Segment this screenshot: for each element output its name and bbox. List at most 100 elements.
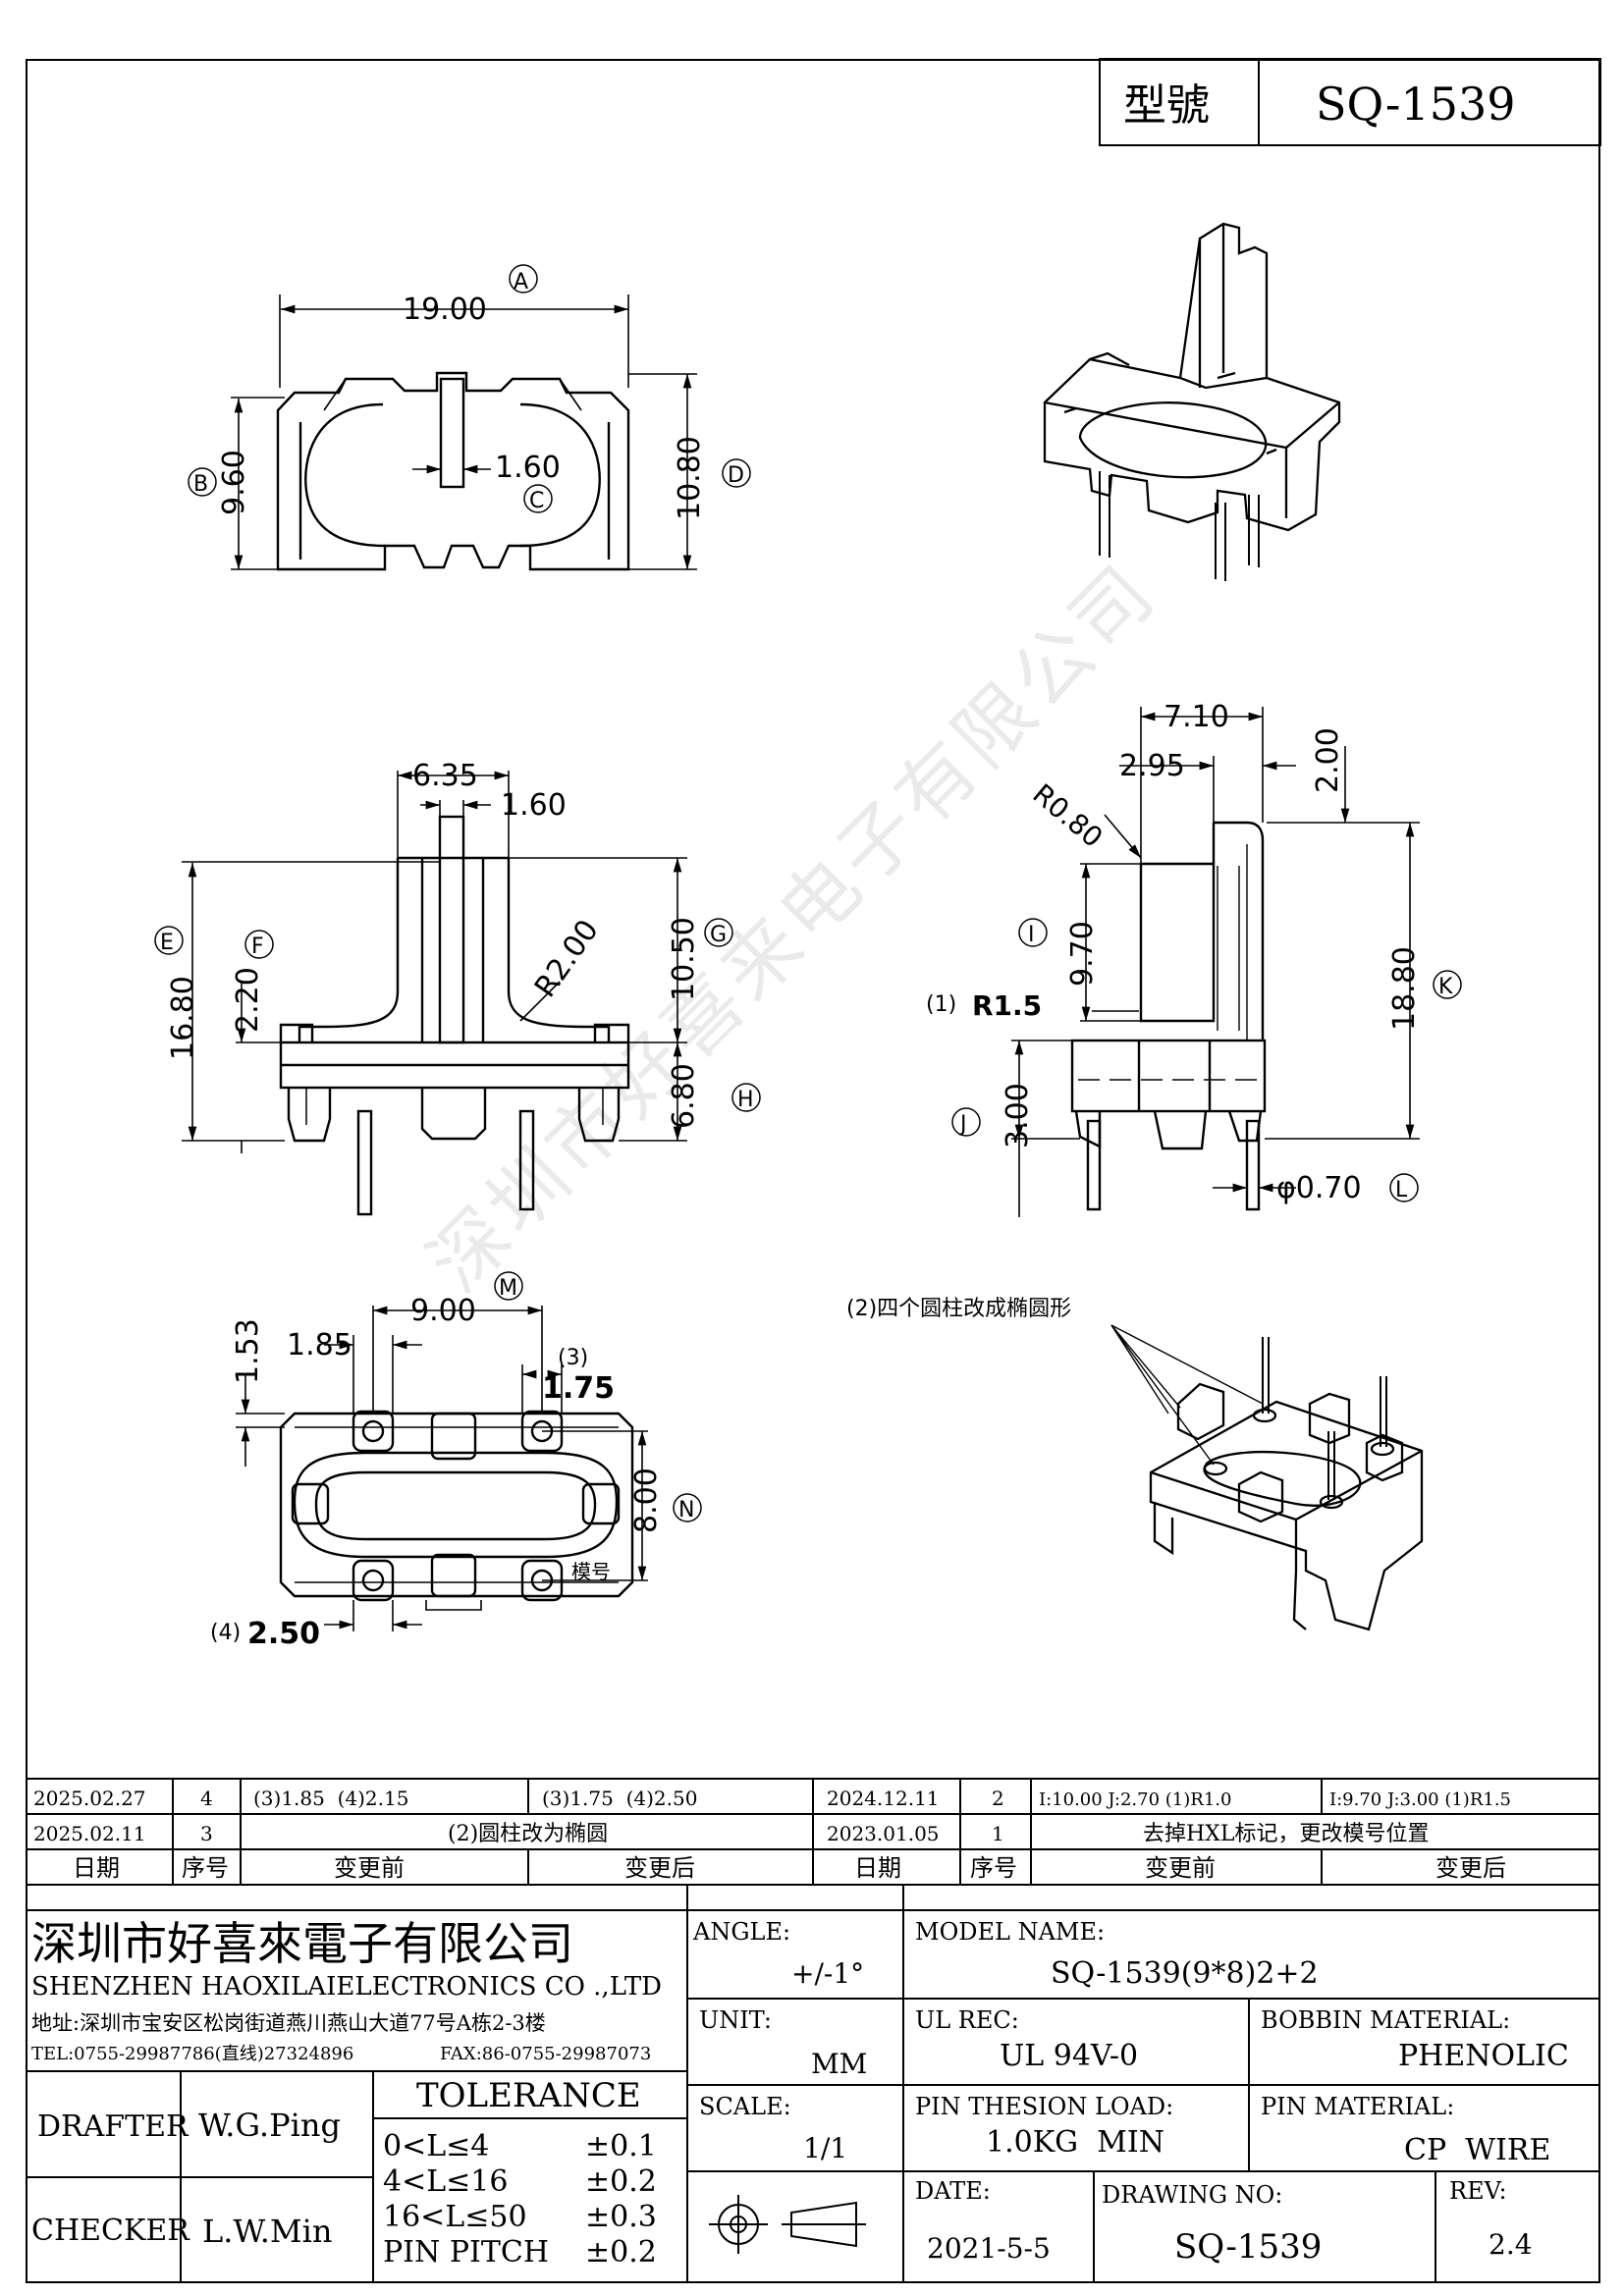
note-r15: R1.5	[972, 989, 1042, 1022]
tolerance-label: TOLERANCE	[416, 2076, 641, 2115]
rev-row1-after2: I:9.70 J:3.00 (1)R1.5	[1329, 1789, 1511, 1810]
revision-table	[26, 1778, 1600, 1886]
rev-row1-before: (3)1.85 (4)2.15	[253, 1787, 408, 1810]
tol-range-3: 16<L≤50	[383, 2200, 527, 2234]
dim-i: 9.70	[1065, 921, 1100, 987]
note3-val: 1.75	[542, 1371, 615, 1406]
front-view-dims	[182, 771, 687, 1153]
rev-row1-seq2: 2	[992, 1787, 1004, 1810]
tag-g: G	[710, 923, 727, 947]
mold-label: 模号	[571, 1560, 611, 1583]
rev-header-before2: 变更前	[1145, 1854, 1216, 1882]
tag-l: L	[1395, 1178, 1408, 1202]
tag-b: B	[193, 472, 208, 497]
dim-r2: R2.00	[528, 914, 606, 1004]
drawing-frame	[26, 59, 1600, 2283]
ul-label: UL REC:	[915, 2006, 1019, 2034]
tag-c: C	[529, 489, 544, 513]
side-view	[1070, 821, 1267, 1211]
tol-range-1: 0<L≤4	[383, 2129, 489, 2163]
rev-header-after2: 变更后	[1435, 1854, 1506, 1882]
checker-value: L.W.Min	[202, 2213, 333, 2250]
tag-n: N	[678, 1498, 694, 1522]
front-view	[279, 815, 630, 1216]
tag-m: M	[499, 1276, 517, 1301]
dim-a: 19.00	[403, 293, 487, 327]
rev-row2-date2: 2023.01.05	[827, 1822, 940, 1845]
dim-2-95: 2.95	[1119, 749, 1185, 783]
pin-load-value: 1.0KG MIN	[986, 2125, 1164, 2160]
dim-j: 3.00	[1001, 1083, 1035, 1148]
rev-header-after: 变更后	[624, 1854, 695, 1882]
model-name-value: SQ-1539(9*8)2+2	[1051, 1956, 1319, 1991]
drafter-value: W.G.Ping	[198, 2107, 341, 2144]
bobbin-value: PHENOLIC	[1398, 2039, 1569, 2073]
dim-d: 10.80	[673, 436, 707, 520]
tag-e: E	[160, 931, 174, 955]
model-name-label: MODEL NAME:	[915, 1918, 1105, 1946]
bobbin-label: BOBBIN MATERIAL:	[1261, 2006, 1510, 2034]
bottom-view-dims	[236, 1306, 648, 1631]
dim-c: 1.60	[495, 451, 561, 485]
model-value: SQ-1539	[1316, 78, 1516, 131]
tol-value-4: ±0.2	[585, 2235, 657, 2269]
iso-note: (2)四个圆柱改成椭圆形	[846, 1297, 1071, 1321]
scale-value: 1/1	[803, 2132, 847, 2164]
tol-range-2: 4<L≤16	[383, 2164, 508, 2199]
note3-num: (3)	[558, 1346, 588, 1370]
note-r15-num: (1)	[926, 992, 956, 1017]
watermark: 深圳市好喜来电子有限公司	[412, 547, 1174, 1308]
revision-text: 2025.02.27 4 (3)1.85 (4)2.15 (3)1.75 (4)…	[33, 1787, 1511, 1882]
side-view-dims	[1011, 707, 1420, 1217]
dim-1-60-front: 1.60	[501, 788, 567, 823]
ul-value: UL 94V-0	[1000, 2039, 1138, 2073]
unit-label: UNIT:	[699, 2006, 772, 2034]
rev-row1-seq: 4	[200, 1787, 213, 1810]
company-name-en: SHENZHEN HAOXILAIELECTRONICS CO .,LTD	[31, 1972, 662, 2002]
tol-range-4: PIN PITCH	[383, 2235, 549, 2269]
tag-a: A	[514, 270, 528, 294]
dim-m: 9.00	[410, 1294, 476, 1328]
company-block: 深圳市好喜來電子有限公司 SHENZHEN HAOXILAIELECTRONIC…	[31, 1917, 662, 2064]
note4-val: 2.50	[247, 1617, 320, 1651]
rev-row1-date2: 2024.12.11	[827, 1787, 940, 1810]
model-header-box: 型號 SQ-1539	[1099, 58, 1601, 146]
dim-l: φ0.70	[1276, 1171, 1362, 1205]
scale-label: SCALE:	[699, 2093, 791, 2120]
dim-e: 16.80	[166, 976, 200, 1060]
iso-view-bottom	[1149, 1337, 1424, 1631]
pin-mat-value: CP WIRE	[1404, 2133, 1550, 2167]
rev-row1-date: 2025.02.27	[33, 1787, 146, 1810]
dim-n: 8.00	[629, 1468, 664, 1533]
tag-d: D	[728, 463, 744, 488]
tag-k: K	[1438, 975, 1453, 999]
dim-r0-80: R0.80	[1027, 777, 1110, 854]
rev-header-date: 日期	[73, 1854, 120, 1882]
top-view-dims	[231, 294, 697, 570]
rev-row1-before2: I:10.00 J:2.70 (1)R1.0	[1039, 1789, 1231, 1810]
rev-row2-date: 2025.02.11	[33, 1822, 146, 1845]
iso-note-leaders	[1110, 1324, 1264, 1466]
rev-row2-change: (2)圆柱改为椭圆	[448, 1822, 608, 1846]
title-block-fields: ANGLE: +/-1° MODEL NAME: SQ-1539(9*8)2+2…	[31, 1918, 1569, 2269]
pin-mat-label: PIN MATERIAL:	[1261, 2093, 1454, 2120]
tag-i: I	[1028, 923, 1035, 947]
drafter-label: DRAFTER	[37, 2109, 189, 2144]
rev-header-seq: 序号	[182, 1854, 229, 1882]
dim-6-35: 6.35	[412, 759, 478, 793]
model-label: 型號	[1123, 80, 1210, 131]
drawing-no-value: SQ-1539	[1174, 2227, 1322, 2267]
rev-header-before: 变更前	[334, 1854, 405, 1882]
rev-header-date2: 日期	[854, 1854, 901, 1882]
dim-f: 2.20	[231, 967, 265, 1033]
company-tel: TEL:0755-29987786(直线)27324896	[31, 2044, 353, 2064]
rev-label: REV:	[1449, 2177, 1507, 2205]
dim-1-53: 1.53	[231, 1318, 265, 1384]
tag-h: H	[737, 1088, 754, 1112]
tol-value-2: ±0.2	[585, 2164, 657, 2199]
bottom-view-labels: 9.00 M 1.53 1.85 (3) 1.75 8.00 N 模号 (4) …	[210, 1271, 702, 1651]
rev-header-seq2: 序号	[970, 1854, 1017, 1882]
company-name-cn: 深圳市好喜來電子有限公司	[31, 1917, 573, 1970]
dim-h: 6.80	[667, 1063, 701, 1129]
checker-label: CHECKER	[31, 2214, 190, 2248]
